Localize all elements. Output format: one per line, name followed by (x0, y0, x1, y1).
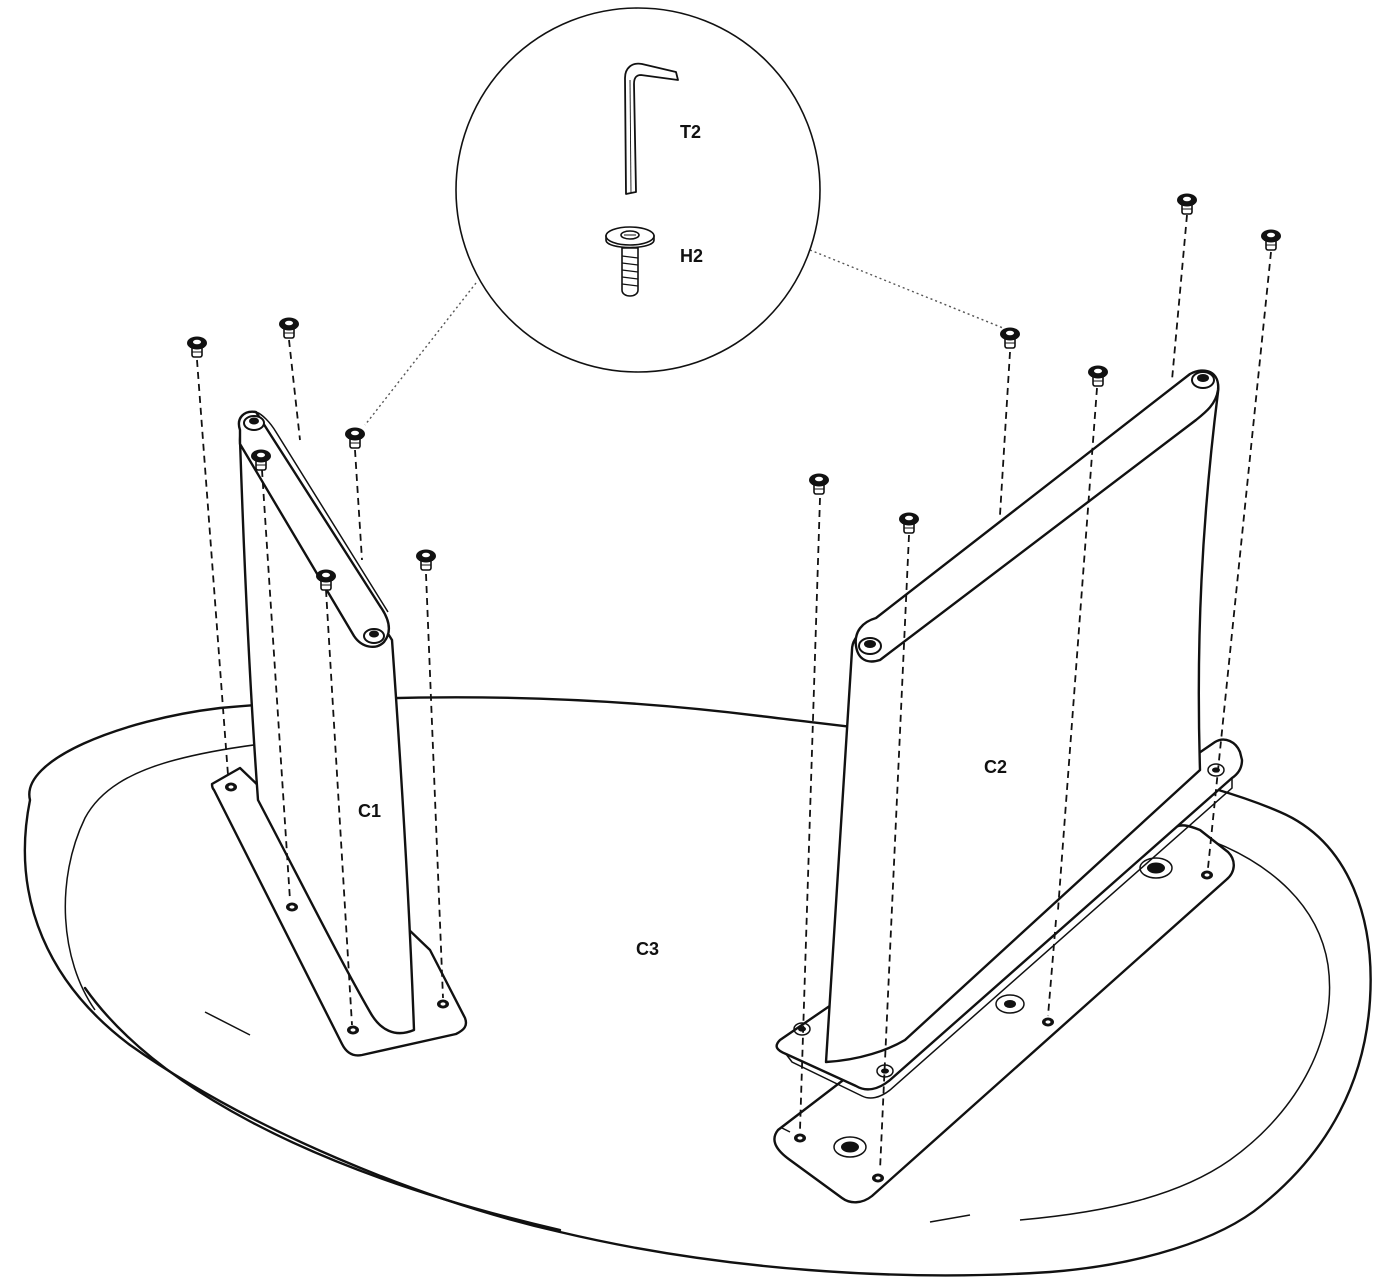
hex-socket-screw-icon (605, 226, 655, 297)
label-t2: T2 (680, 122, 701, 142)
label-c3: C3 (636, 939, 659, 959)
leg-panel-c2 (775, 369, 1244, 1099)
screw-guide-lines (196, 214, 1272, 1171)
label-c2: C2 (984, 757, 1007, 777)
hex-key-icon (624, 62, 679, 195)
leg-panel-c1 (210, 410, 468, 1057)
label-c1: C1 (358, 801, 381, 821)
label-h2: H2 (680, 246, 703, 266)
hardware-callout: T2 H2 (364, 7, 1004, 426)
mount-bracket-rear (773, 824, 1235, 1204)
